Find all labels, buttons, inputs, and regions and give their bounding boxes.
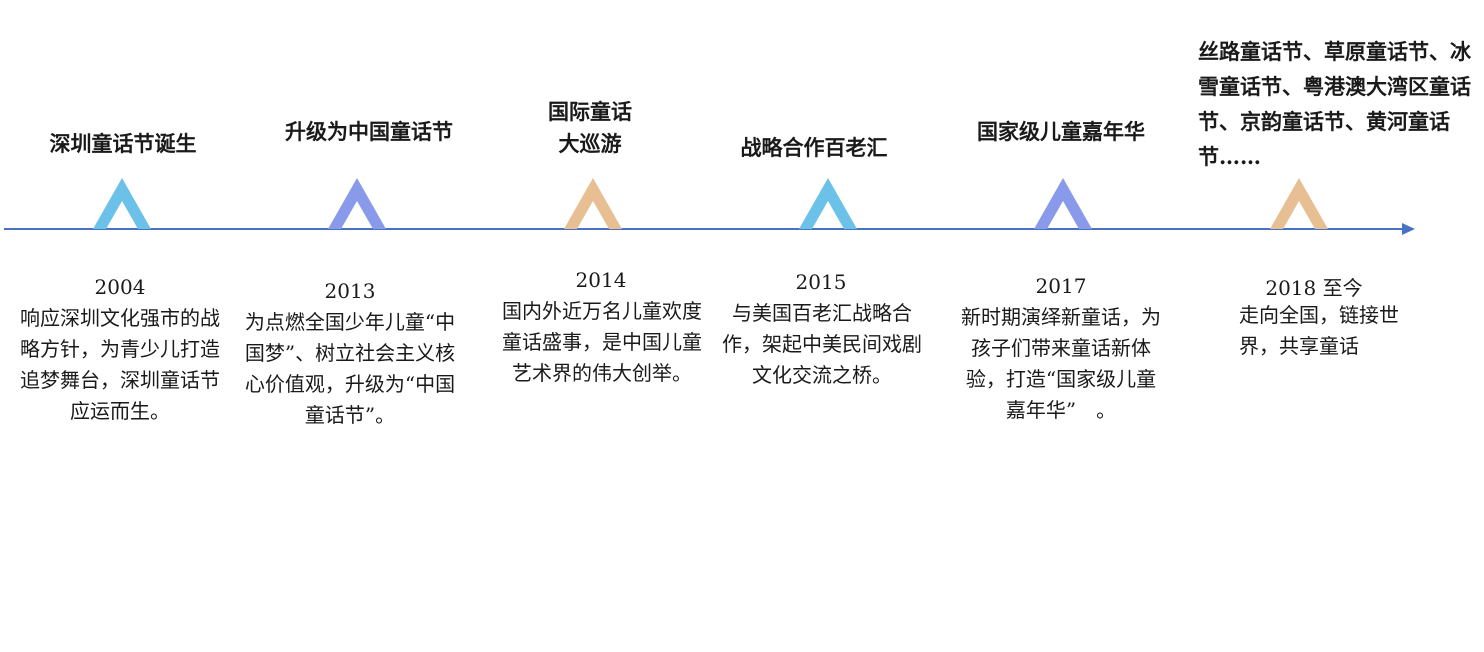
triangle-marker bbox=[564, 178, 622, 229]
triangle-marker bbox=[1270, 178, 1328, 229]
event-title: 国际童话大巡游 bbox=[548, 99, 632, 156]
timeline-axis bbox=[4, 228, 1404, 230]
triangle-marker bbox=[799, 178, 857, 229]
event-title: 战略合作百老汇 bbox=[740, 135, 888, 160]
event-description: 国内外近万名儿童欢度童话盛事，是中国儿童艺术界的伟大创举。 bbox=[502, 299, 702, 385]
triangle-marker bbox=[93, 178, 151, 229]
event-description: 响应深圳文化强市的战略方针，为青少儿打造追梦舞台，深圳童话节应运而生。 bbox=[20, 306, 220, 423]
event-description: 为点燃全国少年儿童“中国梦”、树立社会主义核心价值观，升级为“中国童话节”。 bbox=[244, 310, 456, 427]
event-title: 升级为中国童话节 bbox=[285, 119, 453, 144]
triangle-marker bbox=[1034, 178, 1092, 229]
event-title: 丝路童话节、草原童话节、冰雪童话节、粤港澳大湾区童话节、京韵童话节、黄河童话节…… bbox=[1198, 39, 1471, 169]
triangle-marker bbox=[328, 178, 386, 229]
event-year: 2014 bbox=[575, 268, 627, 292]
event-title: 深圳童话节诞生 bbox=[49, 131, 197, 156]
event-year: 2013 bbox=[324, 279, 376, 303]
event-year: 2018 至今 bbox=[1265, 276, 1363, 300]
event-description: 走向全国，链接世界，共享童话 bbox=[1239, 303, 1399, 358]
event-description: 与美国百老汇战略合作，架起中美民间戏剧文化交流之桥。 bbox=[722, 301, 922, 387]
event-description: 新时期演绎新童话，为孩子们带来童话新体验，打造“国家级儿童嘉年华” 。 bbox=[961, 305, 1161, 422]
event-year: 2017 bbox=[1035, 274, 1087, 298]
timeline-arrowhead bbox=[1402, 223, 1415, 235]
event-title: 国家级儿童嘉年华 bbox=[977, 119, 1145, 144]
event-year: 2004 bbox=[94, 275, 146, 299]
event-year: 2015 bbox=[795, 270, 847, 294]
